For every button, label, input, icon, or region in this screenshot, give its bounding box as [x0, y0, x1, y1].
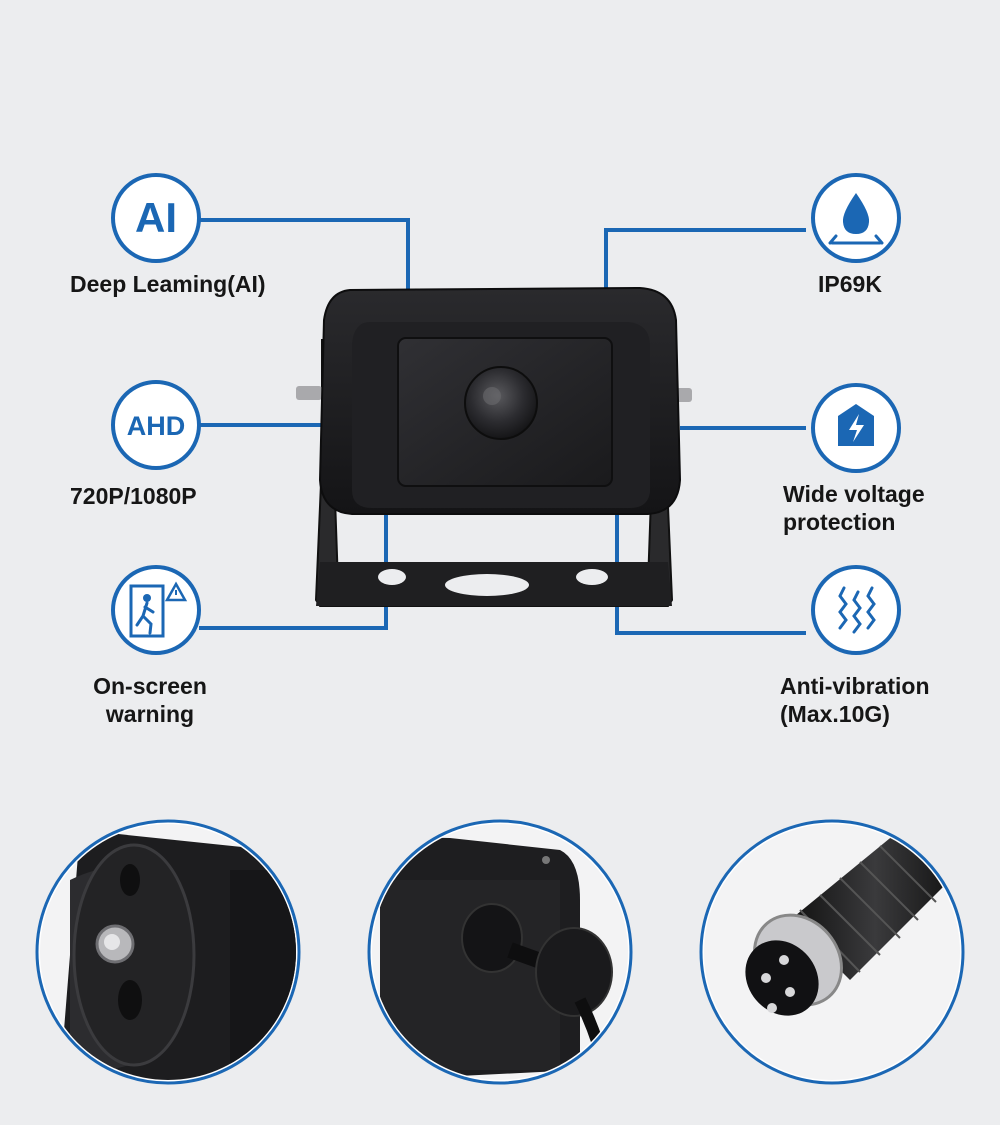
- voltage-shield-icon: [811, 383, 901, 473]
- vibration-icon: [811, 565, 901, 655]
- feature-label-voltage: Wide voltage protection: [783, 480, 925, 536]
- feature-label-voltage-line2: protection: [783, 509, 896, 535]
- ai-icon-text: AI: [135, 194, 177, 241]
- feature-label-ahd: 720P/1080P: [70, 483, 197, 509]
- water-drop-icon: [811, 173, 901, 263]
- feature-label-vibration: Anti-vibration (Max.10G): [780, 672, 930, 728]
- feature-label-warning-line2: warning: [105, 701, 195, 727]
- feature-label-vibration-line1: Anti-vibration: [780, 673, 930, 699]
- feature-label-warning-line1: On-screen: [93, 673, 207, 699]
- feature-label-ai: Deep Leaming(AI): [70, 271, 266, 297]
- detail-aviation-connector: [699, 819, 965, 1085]
- detail-cable-grommet: [367, 819, 633, 1085]
- feature-label-vibration-line2: (Max.10G): [780, 701, 890, 727]
- connector-lines: [199, 218, 806, 635]
- feature-label-voltage-line1: Wide voltage: [783, 481, 925, 507]
- ahd-icon-text: AHD: [126, 411, 186, 441]
- feature-label-warning: On-screen warning: [60, 672, 240, 728]
- feature-label-waterproof: IP69K: [818, 271, 882, 297]
- ai-icon: [111, 173, 201, 263]
- pedestrian-warning-icon: [111, 565, 201, 655]
- camera-product: [296, 286, 692, 607]
- detail-mount-bolt: [35, 819, 301, 1085]
- ahd-icon: [111, 380, 201, 470]
